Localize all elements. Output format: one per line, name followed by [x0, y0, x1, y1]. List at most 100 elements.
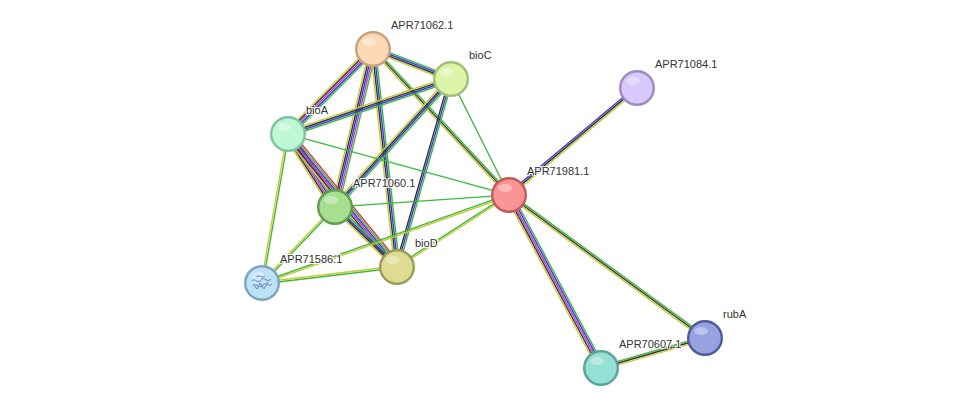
evidence-line [348, 216, 387, 253]
protein-node: APR71062.1 [355, 31, 391, 67]
node-highlight [590, 357, 604, 365]
protein-label: rubA [723, 308, 746, 320]
node-disc [620, 71, 654, 105]
interaction-edge [278, 268, 381, 282]
evidence-line [278, 268, 381, 280]
protein-node: bioC [433, 61, 469, 97]
evidence-line [410, 203, 495, 257]
evidence-line [266, 150, 286, 267]
protein-node: APR71586.1 [244, 265, 280, 301]
evidence-line [302, 144, 390, 252]
node-circle [433, 61, 469, 97]
node-disc [271, 117, 305, 151]
evidence-line [264, 150, 284, 267]
evidence-line [523, 100, 626, 186]
evidence-line [401, 95, 446, 252]
node-disc [688, 321, 722, 355]
protein-node: APR71084.1 [619, 70, 655, 106]
interaction-edge [520, 97, 625, 186]
evidence-line [304, 85, 436, 130]
evidence-line [342, 66, 372, 192]
interaction-edge [521, 203, 693, 330]
evidence-line [348, 93, 442, 197]
protein-label: APR71060.1 [353, 177, 415, 189]
interaction-edge [351, 196, 493, 206]
interaction-edge [304, 138, 494, 190]
protein-label: bioA [306, 104, 328, 116]
evidence-line [388, 56, 436, 74]
protein-label: APR71062.1 [391, 19, 453, 31]
node-highlight [498, 184, 512, 192]
interaction-edge [410, 203, 496, 259]
evidence-line [347, 92, 441, 196]
node-circle [491, 177, 527, 213]
evidence-line [403, 95, 448, 252]
protein-structure [254, 284, 272, 287]
evidence-line [458, 93, 502, 180]
node-disc [356, 32, 390, 66]
protein-node: APR71060.1 [317, 189, 353, 225]
evidence-line [411, 204, 496, 258]
node-circle [379, 249, 415, 285]
evidence-line [335, 64, 365, 190]
node-circle [355, 31, 391, 67]
evidence-line [522, 205, 692, 329]
evidence-line [300, 145, 388, 253]
protein-label: APR71981.1 [527, 165, 589, 177]
node-circle [270, 116, 306, 152]
protein-label: APR71084.1 [655, 58, 717, 70]
node-disc [584, 351, 618, 385]
node-circle [317, 189, 353, 225]
node-circle [583, 350, 619, 386]
interaction-edge [295, 144, 390, 257]
evidence-line [296, 148, 384, 256]
evidence-line [388, 54, 436, 72]
evidence-line [521, 206, 691, 330]
interaction-edge [303, 82, 437, 131]
node-highlight [440, 68, 454, 76]
node-disc [245, 266, 279, 300]
evidence-line [520, 97, 623, 183]
node-circle [244, 265, 280, 301]
node-highlight [626, 77, 640, 85]
evidence-line [295, 149, 383, 257]
node-highlight [694, 327, 708, 335]
node-highlight [362, 38, 376, 46]
interaction-edge [344, 89, 442, 196]
interaction-edge [400, 94, 448, 252]
node-disc [434, 62, 468, 96]
protein-node: APR71981.1 [491, 177, 527, 213]
evidence-line [299, 146, 387, 254]
protein-node: rubA [687, 320, 723, 356]
protein-label: bioC [469, 49, 492, 61]
protein-structure [253, 282, 268, 289]
evidence-line [515, 210, 592, 354]
node-disc [318, 190, 352, 224]
evidence-line [514, 211, 591, 355]
node-circle [619, 70, 655, 106]
evidence-line [278, 270, 381, 282]
node-disc [492, 178, 526, 212]
protein-structure [252, 278, 271, 281]
node-highlight [324, 196, 338, 204]
protein-node: APR70607.1 [583, 350, 619, 386]
evidence-line [389, 52, 437, 70]
protein-label: bioD [415, 237, 438, 249]
node-circle [687, 320, 723, 356]
evidence-line [345, 90, 439, 194]
interaction-edge [458, 93, 502, 180]
evidence-line [304, 138, 494, 190]
protein-label: APR70607.1 [619, 338, 681, 350]
node-highlight [277, 123, 291, 131]
protein-structure [256, 276, 265, 277]
evidence-line [521, 98, 624, 184]
protein-label: APR71586.1 [280, 253, 342, 265]
protein-node: bioA [270, 116, 306, 152]
evidence-line [298, 147, 386, 255]
evidence-line [304, 87, 436, 132]
interaction-edge [264, 150, 286, 267]
evidence-line [385, 60, 499, 182]
